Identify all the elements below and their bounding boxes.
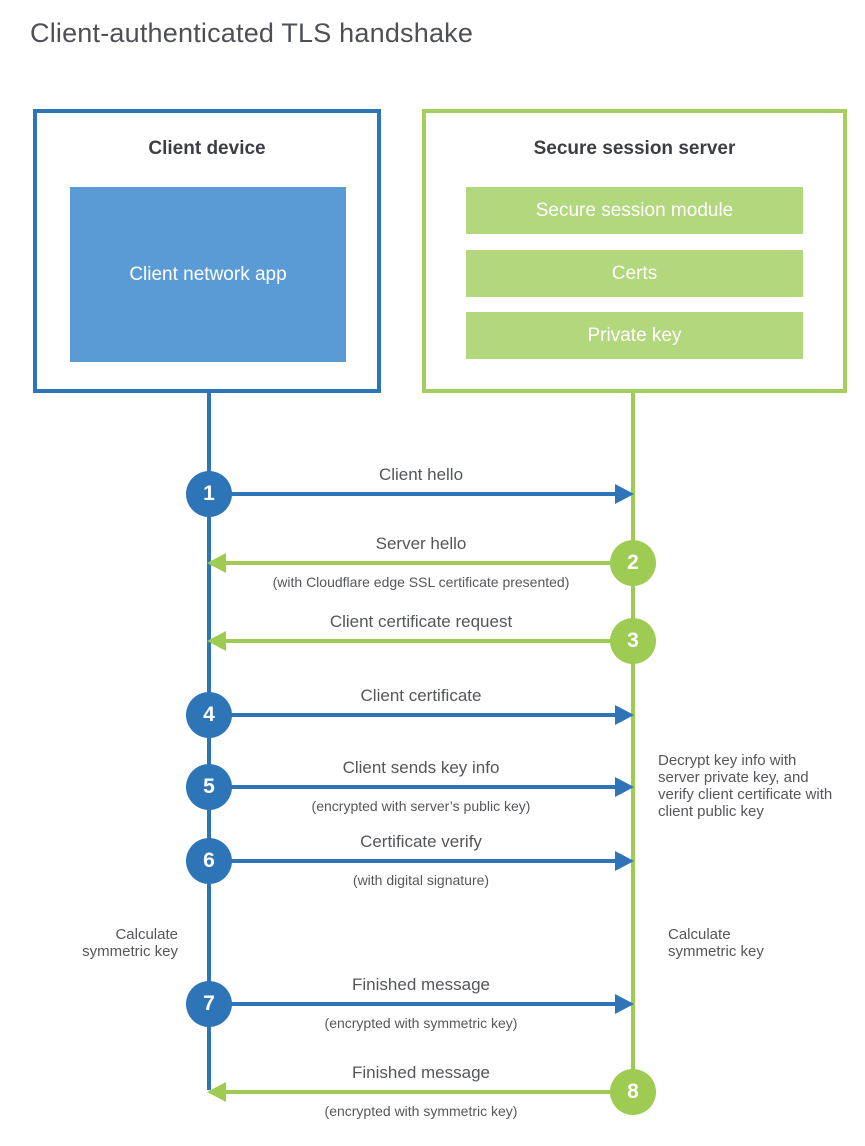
client-lifeline xyxy=(207,393,211,1090)
arrow-left-icon xyxy=(207,631,226,651)
secure-session-server-box: Secure session server Secure session mod… xyxy=(422,109,847,393)
step-label: Client certificate xyxy=(360,686,482,705)
client-device-title: Client device xyxy=(148,138,266,159)
arrow-right-icon xyxy=(615,994,634,1014)
server-module-certs: Certs xyxy=(466,250,803,297)
secure-session-server-title: Secure session server xyxy=(533,138,736,159)
server-module-private-key: Private key xyxy=(466,312,803,359)
client-network-app-box: Client network app xyxy=(70,187,346,362)
client-device-box: Client device Client network app xyxy=(33,109,381,393)
diagram-title: Client-authenticated TLS handshake xyxy=(30,18,474,48)
arrow-shaft xyxy=(225,561,633,565)
step-label: Client sends key info xyxy=(342,758,500,777)
arrow-right-icon xyxy=(615,851,634,871)
step-number-badge: 6 xyxy=(186,838,232,884)
arrow-right-icon xyxy=(615,777,634,797)
client-network-app-label: Client network app xyxy=(129,263,287,285)
note-calculate-symmetric-key-server: Calculate symmetric key xyxy=(668,926,764,960)
arrow-shaft xyxy=(209,1002,619,1006)
step-number-badge: 3 xyxy=(610,618,656,664)
step-number-badge: 8 xyxy=(610,1069,656,1115)
arrow-shaft xyxy=(225,1090,633,1094)
server-lifeline xyxy=(631,393,635,1092)
arrow-shaft xyxy=(209,713,619,717)
step-number-badge: 5 xyxy=(186,764,232,810)
note-calculate-symmetric-key-client: Calculate symmetric key xyxy=(82,926,178,960)
arrow-right-icon xyxy=(615,484,634,504)
step-sublabel: (encrypted with server’s public key) xyxy=(311,798,531,814)
step-sublabel: (encrypted with symmetric key) xyxy=(324,1103,518,1119)
step-number-badge: 1 xyxy=(186,471,232,517)
step-number-badge: 2 xyxy=(610,540,656,586)
step-sublabel: (encrypted with symmetric key) xyxy=(324,1015,518,1031)
arrow-shaft xyxy=(209,859,619,863)
step-sublabel: (with digital signature) xyxy=(352,872,490,888)
step-label: Client hello xyxy=(378,465,464,484)
step-label: Certificate verify xyxy=(360,832,482,851)
step-number-badge: 4 xyxy=(186,692,232,738)
arrow-left-icon xyxy=(207,1082,226,1102)
arrow-shaft xyxy=(225,639,633,643)
arrow-shaft xyxy=(209,492,619,496)
step-label: Finished message xyxy=(352,975,490,994)
server-module-secure-session: Secure session module xyxy=(466,187,803,234)
step-label: Finished message xyxy=(352,1063,490,1082)
arrow-right-icon xyxy=(615,705,634,725)
step-sublabel: (with Cloudflare edge SSL certificate pr… xyxy=(272,574,570,590)
note-decrypt-key-info: Decrypt key info with server private key… xyxy=(658,752,833,820)
arrow-left-icon xyxy=(207,553,226,573)
step-label: Client certificate request xyxy=(329,612,513,631)
arrow-shaft xyxy=(209,785,619,789)
step-number-badge: 7 xyxy=(186,981,232,1027)
step-label: Server hello xyxy=(375,534,467,553)
